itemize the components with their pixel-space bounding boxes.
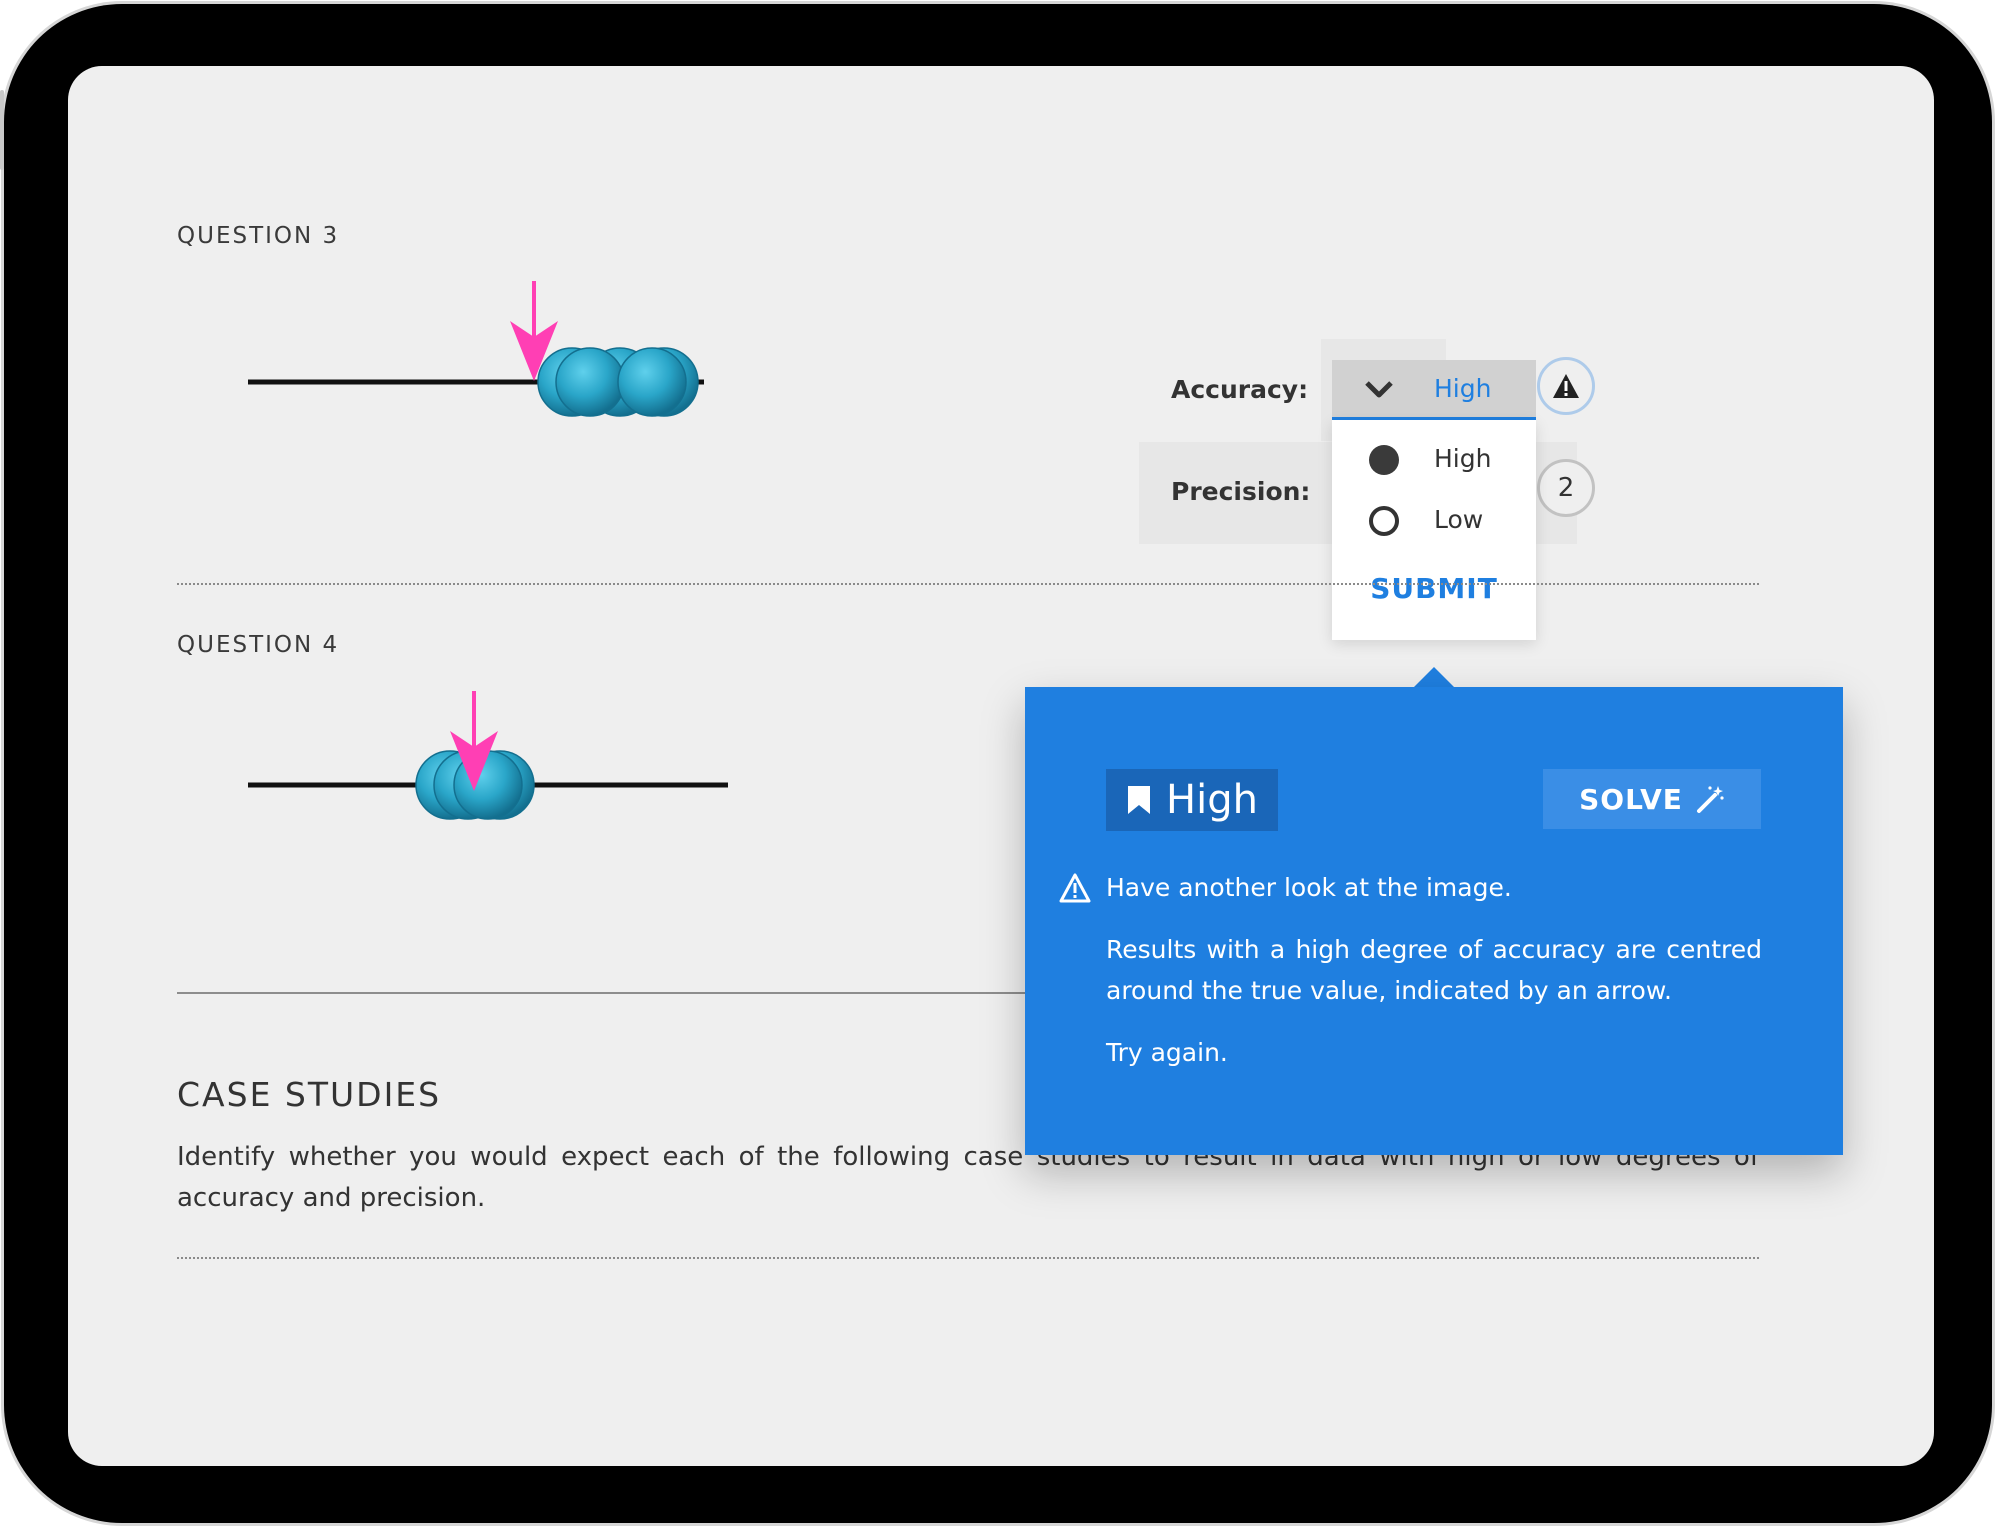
accuracy-dropdown: High Low SUBMIT bbox=[1332, 420, 1536, 640]
true-value-arrow-icon bbox=[510, 281, 558, 381]
answer-tag: High bbox=[1106, 769, 1278, 831]
submit-button[interactable]: SUBMIT bbox=[1370, 572, 1498, 605]
feedback-message: Have another look at the image. bbox=[1106, 873, 1512, 902]
popover-pointer bbox=[1414, 667, 1454, 687]
solve-button[interactable]: SOLVE bbox=[1543, 769, 1761, 829]
accuracy-label: Accuracy: bbox=[1171, 375, 1309, 404]
case-studies-title: CASE STUDIES bbox=[177, 1075, 442, 1114]
bookmark-icon bbox=[1128, 786, 1150, 814]
feedback-popover: High SOLVE Have another look at the imag… bbox=[1025, 687, 1843, 1155]
feedback-retry: Try again. bbox=[1106, 1038, 1228, 1067]
chevron-down-icon bbox=[1365, 381, 1393, 398]
option-low[interactable]: Low bbox=[1332, 495, 1536, 545]
precision-status-badge[interactable]: 2 bbox=[1537, 459, 1595, 517]
solve-button-label: SOLVE bbox=[1579, 782, 1683, 816]
precision-label: Precision: bbox=[1171, 477, 1311, 506]
feedback-explanation: Results with a high degree of accuracy a… bbox=[1106, 935, 1762, 1005]
option-low-label: Low bbox=[1434, 505, 1484, 534]
accuracy-select[interactable]: High bbox=[1332, 360, 1536, 420]
answer-tag-label: High bbox=[1166, 777, 1258, 823]
radio-unselected-icon bbox=[1369, 506, 1399, 536]
precision-badge-number: 2 bbox=[1557, 473, 1575, 503]
question-divider bbox=[177, 583, 1759, 585]
case-studies-divider bbox=[177, 1257, 1759, 1259]
accuracy-status-badge[interactable] bbox=[1537, 357, 1595, 415]
option-high-label: High bbox=[1434, 444, 1492, 473]
tablet-frame: QUESTION 3 bbox=[4, 4, 1992, 1523]
warning-triangle-icon bbox=[1059, 873, 1091, 903]
magic-wand-icon bbox=[1696, 786, 1724, 813]
question-4-diagram bbox=[248, 691, 728, 820]
question-3-diagram bbox=[248, 281, 704, 417]
question-3-label: QUESTION 3 bbox=[177, 223, 340, 249]
true-value-arrow-icon bbox=[450, 691, 498, 791]
radio-selected-icon bbox=[1369, 445, 1399, 475]
section-divider bbox=[177, 992, 1759, 994]
bead-cluster bbox=[537, 347, 699, 417]
option-high[interactable]: High bbox=[1332, 434, 1536, 484]
accuracy-selected-value: High bbox=[1434, 374, 1492, 403]
screen: QUESTION 3 bbox=[68, 66, 1934, 1466]
bead bbox=[555, 347, 625, 417]
bead bbox=[617, 347, 687, 417]
question-4-label: QUESTION 4 bbox=[177, 632, 340, 658]
warning-triangle-icon bbox=[1553, 374, 1579, 398]
device-side-button bbox=[0, 90, 4, 170]
